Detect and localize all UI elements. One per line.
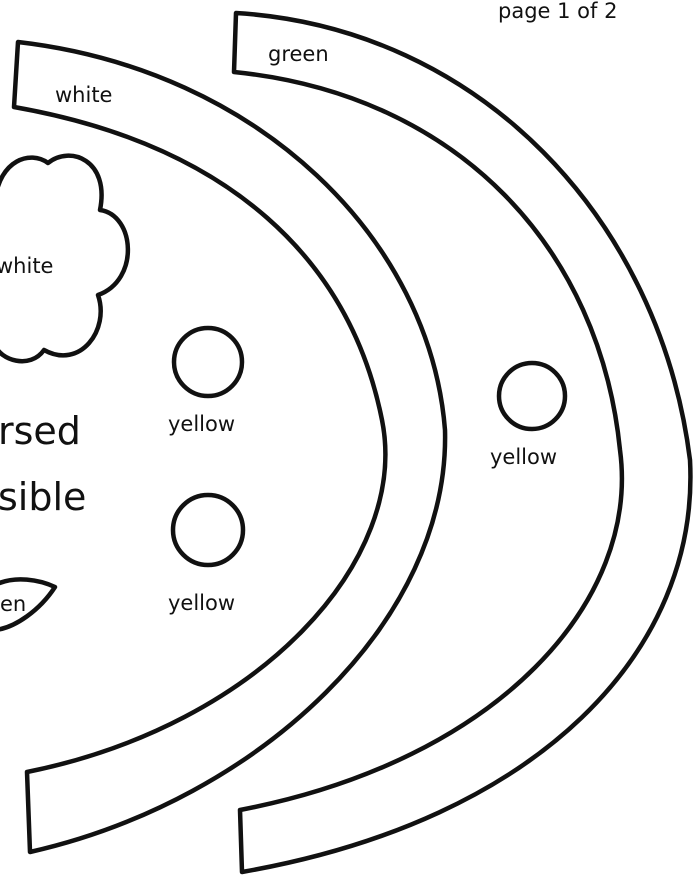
partial-text-line2: sible <box>0 475 86 519</box>
label-circle-upper: yellow <box>168 412 235 436</box>
circle-outer-arc <box>499 363 565 429</box>
label-circle-outer-arc: yellow <box>490 445 557 469</box>
label-leaf: en <box>0 592 26 616</box>
circle-lower <box>173 495 243 565</box>
circle-upper <box>174 328 242 396</box>
partial-text-line1: rsed <box>0 409 81 453</box>
label-inner-arc: white <box>55 83 112 107</box>
label-circle-lower: yellow <box>168 591 235 615</box>
outer-arc-strip <box>234 13 690 872</box>
label-cloud: white <box>0 254 53 278</box>
label-outer-arc: green <box>268 42 329 66</box>
